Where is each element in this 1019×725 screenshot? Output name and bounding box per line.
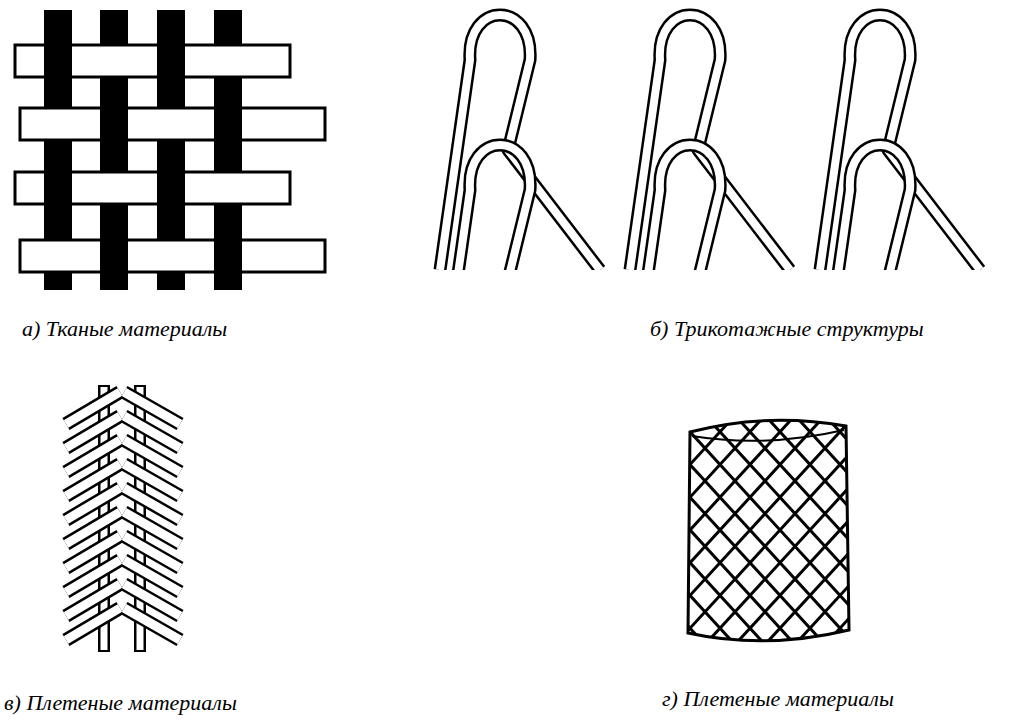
knitted-structure (440, 15, 980, 400)
mesh-strand (880, 410, 1019, 650)
mesh-strand (700, 410, 920, 650)
stroke (820, 145, 980, 270)
caption: б) Трикотажные структуры (650, 316, 924, 342)
mesh-strand (610, 410, 830, 650)
warp-crossing (214, 106, 242, 142)
mesh-strand (790, 410, 1010, 650)
woven-fabric (15, 10, 325, 290)
mesh-strand (670, 410, 890, 650)
weft-thread (20, 108, 325, 140)
stroke (820, 145, 980, 270)
mesh-strand (760, 410, 980, 650)
mesh-strand (700, 410, 920, 650)
stroke (124, 608, 180, 640)
mesh-strand (730, 410, 950, 650)
mesh-strand (640, 410, 860, 650)
warp-crossing (44, 170, 72, 206)
knit-loop (630, 145, 790, 270)
mesh-strand (460, 410, 680, 650)
stroke (66, 608, 120, 640)
warp-crossing (44, 43, 72, 79)
warp-crossing (157, 170, 185, 206)
mesh-strand (550, 410, 770, 650)
stroke (630, 145, 790, 270)
mesh-strand (730, 410, 950, 650)
warp-crossing (157, 43, 185, 79)
mesh-strand (520, 410, 740, 650)
mesh-strand (550, 410, 770, 650)
mesh-strand (490, 410, 710, 650)
mesh-strand (640, 410, 860, 650)
mesh-strand (850, 410, 1019, 650)
mesh-strand (670, 410, 890, 650)
knit-loop (820, 145, 980, 270)
knit-loop (440, 145, 600, 270)
braid-strand (66, 608, 120, 640)
mesh-strand (490, 410, 710, 650)
braided-strip (66, 385, 180, 652)
mesh-strand (790, 410, 1010, 650)
mesh-strand (460, 410, 680, 650)
braided-tube (460, 410, 1019, 650)
stroke (440, 145, 600, 270)
mesh-strand (610, 410, 830, 650)
weft-thread (20, 240, 325, 272)
warp-crossing (100, 106, 128, 142)
stroke (440, 145, 600, 270)
caption: в) Плетеные материалы (4, 690, 237, 716)
warp-crossing (100, 238, 128, 274)
braid-strand (124, 608, 180, 640)
mesh-strand (520, 410, 740, 650)
mesh-strand (850, 410, 1019, 650)
mesh-strand (880, 410, 1019, 650)
caption: г) Плетеные материалы (662, 686, 894, 712)
stroke (630, 145, 790, 270)
caption: а) Тканые материалы (22, 316, 227, 342)
mesh-strand (760, 410, 980, 650)
warp-crossing (214, 238, 242, 274)
